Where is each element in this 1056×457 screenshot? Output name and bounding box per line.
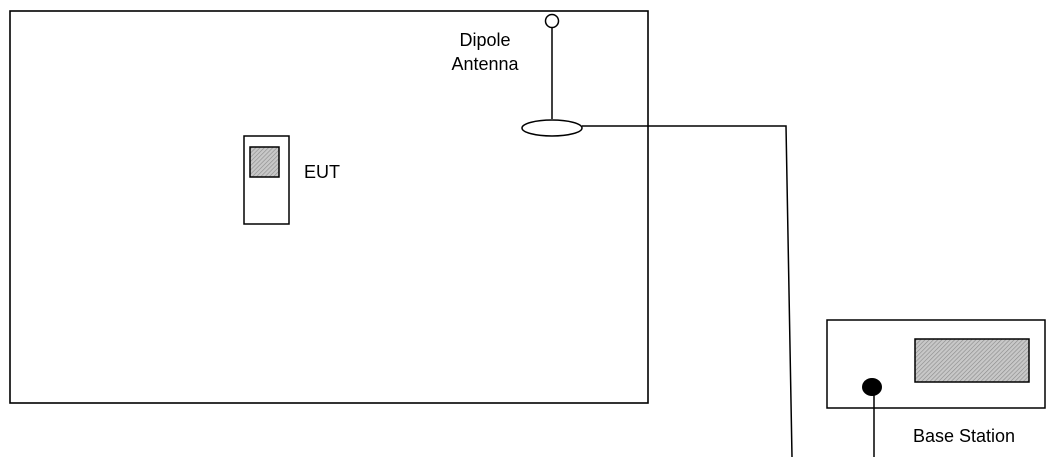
dipole-antenna-label-line-1: Dipole (459, 30, 511, 50)
dipole-antenna-label-line-2: Antenna (451, 54, 519, 74)
antenna-base (521, 119, 583, 137)
base-station-label: Base Station (913, 426, 1016, 446)
cable-connector-icon (862, 378, 882, 396)
dipole-antenna-label: Dipole Antenna (442, 28, 528, 76)
base-station (826, 319, 1046, 457)
eut-label: EUT (304, 162, 340, 182)
eut-display-icon (249, 146, 280, 178)
rf-cable (582, 125, 793, 457)
antenna-tip (544, 13, 560, 29)
base-station-display-icon (914, 338, 1030, 383)
test-chamber (9, 10, 649, 404)
eut-device (243, 135, 290, 225)
dipole-antenna-icon (521, 13, 583, 137)
